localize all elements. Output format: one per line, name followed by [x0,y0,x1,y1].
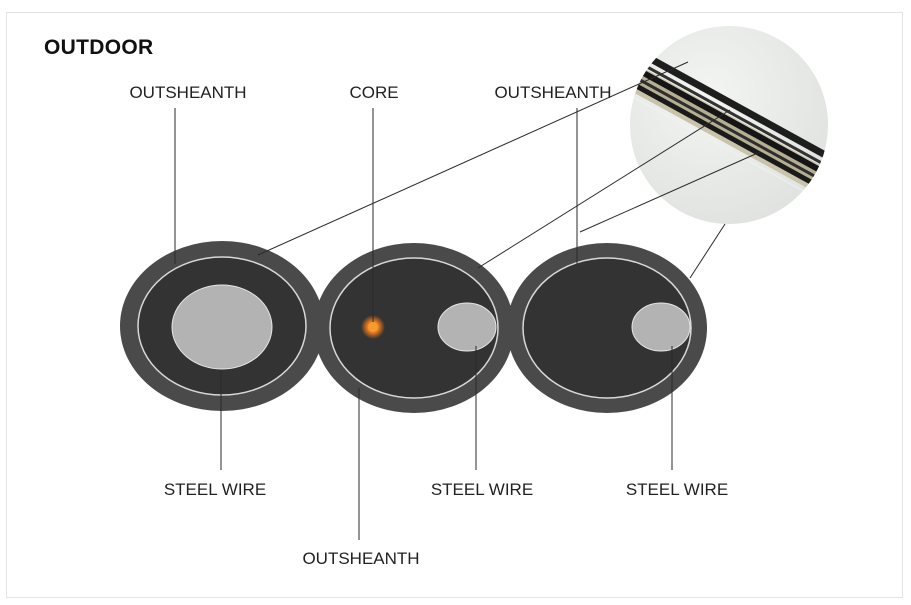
leader-magnify-1 [257,61,689,256]
label-outsheath-bottom: OUTSHEANTH [302,549,420,568]
magnified-detail [630,26,828,224]
cable-left [120,241,324,411]
label-outsheath-left: OUTSHEANTH [129,83,247,102]
label-outsheath-right: OUTSHEANTH [494,83,612,102]
core [368,322,378,332]
leader-lines [174,61,761,540]
leader-magnify-4 [579,151,761,233]
steel-wire-left [171,284,273,370]
cable-right-ring [522,257,692,399]
steel-wire-right [631,302,691,352]
label-steel-wire-right: STEEL WIRE [625,480,729,499]
label-steel-wire-middle: STEEL WIRE [430,480,534,499]
cable-right [507,243,707,413]
cable-middle-ring [329,257,499,399]
label-steel-wire-left: STEEL WIRE [163,480,267,499]
steel-wire-middle [437,302,497,352]
diagram-title: OUTDOOR [44,36,154,59]
leader-magnify-3 [689,223,726,279]
cable-middle [314,243,514,413]
leader-magnify-2 [477,109,731,269]
label-core: CORE [349,83,399,102]
diagram-frame [6,12,903,598]
